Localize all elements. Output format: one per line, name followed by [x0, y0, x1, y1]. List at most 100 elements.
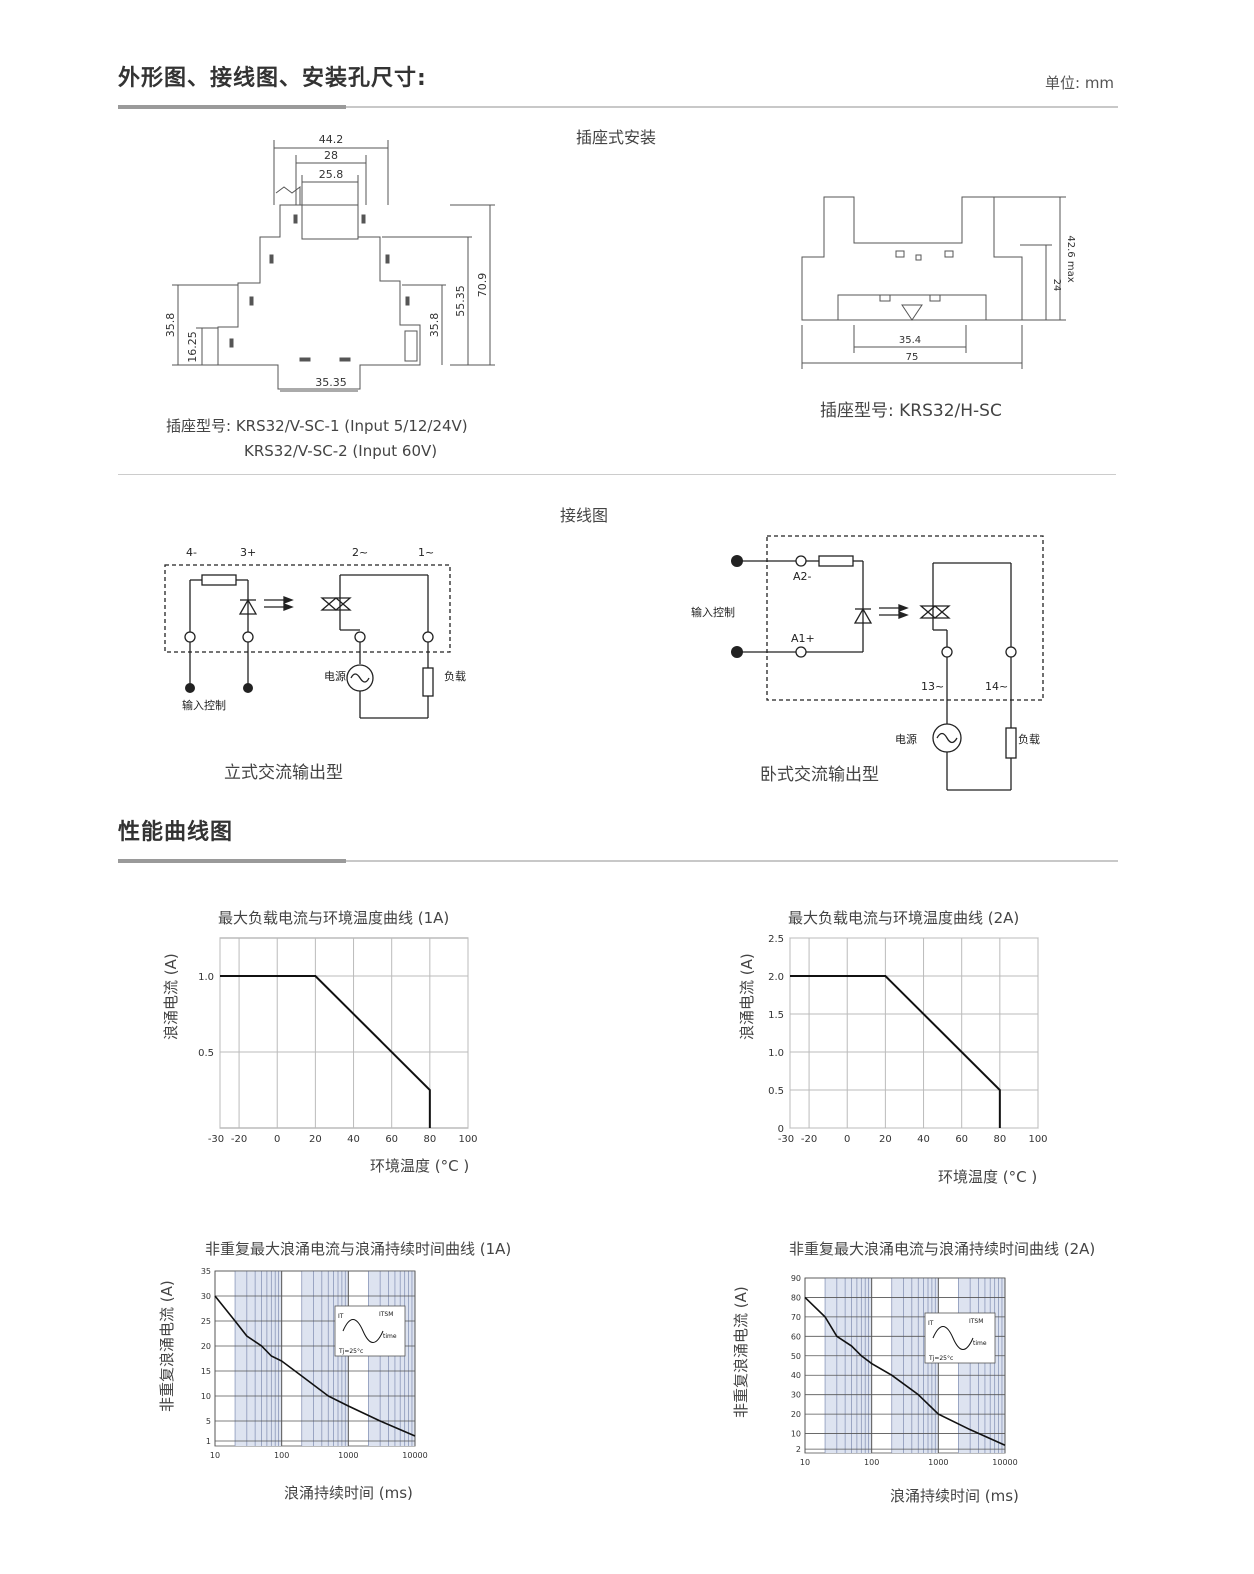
caption-vertical-ac: 立式交流输出型: [224, 763, 343, 783]
chart4-inset: [924, 1312, 996, 1364]
wiring-diagram-vertical: 4- 3+ 2~ 1~ 输入控制 电源 负载: [164, 546, 466, 719]
chart3-ylabel: 非重复浪涌电流 (A): [158, 1280, 176, 1412]
chart1-ylabel: 浪涌电流 (A): [162, 953, 180, 1040]
chart3-title: 非重复最大浪涌电流与浪涌持续时间曲线 (1A): [205, 1240, 512, 1258]
chart4-ylabel: 非重复浪涌电流 (A): [732, 1286, 750, 1418]
chart2-xtick: 0: [844, 1134, 850, 1145]
chart3-ytick: 35: [201, 1267, 211, 1276]
chart1-xtick: 60: [385, 1134, 398, 1145]
chart3-xlabel: 浪涌持续时间 (ms): [284, 1484, 413, 1502]
right-model-label: 插座型号: KRS32/H-SC: [820, 401, 1002, 421]
chart3-ytick: 25: [201, 1317, 211, 1326]
input-control-label-right: 输入控制: [691, 605, 735, 619]
chart4-inset-tj: Tj=25°c: [928, 1355, 953, 1362]
chart2-ytick: 1.0: [768, 1048, 784, 1059]
dim-25-8: 25.8: [319, 168, 344, 181]
chart1-xtick: 20: [309, 1134, 322, 1145]
chart4-ytick: 2: [796, 1445, 801, 1454]
dim-35-4: 35.4: [899, 335, 921, 346]
chart3-inset-itsm: ITSM: [379, 1311, 393, 1318]
chart1-ytick: 1.0: [198, 972, 214, 983]
chart1-xtick: 100: [458, 1134, 477, 1145]
wiring-diagram-horizontal: A2- A1+ 输入控制 13~ 14~ 电源 负载: [691, 535, 1044, 791]
divider: [118, 474, 1116, 475]
left-model-label-2: KRS32/V-SC-2 (Input 60V): [244, 442, 438, 460]
chart3-inset-time: time: [383, 1333, 397, 1340]
dim-44-2: 44.2: [319, 133, 344, 146]
terminal-14: 14~: [985, 680, 1008, 693]
chart2-ytick: 2.0: [768, 972, 784, 983]
chart3-ytick: 5: [206, 1417, 211, 1426]
chart4-xtick: 10: [800, 1458, 810, 1467]
chart4-band: [825, 1278, 872, 1453]
chart2-title: 最大负载电流与环境温度曲线 (2A): [788, 909, 1020, 927]
left-model-label: 插座型号: KRS32/V-SC-1 (Input 5/12/24V): [166, 417, 468, 435]
chart3-series-line: [214, 1295, 416, 1437]
chart4-ytick: 40: [791, 1371, 801, 1380]
chart3-inset-tj: Tj=25°c: [338, 1348, 363, 1355]
chart4-ytick: 30: [791, 1391, 801, 1400]
chart2-xtick: -30: [778, 1134, 794, 1145]
chart3-ytick: 15: [201, 1367, 211, 1376]
chart1-xtick: -20: [231, 1134, 247, 1145]
chart2-xlabel: 环境温度 (°C ): [938, 1168, 1038, 1186]
chart3-xtick: 10: [210, 1451, 220, 1460]
terminal-13: 13~: [921, 680, 944, 693]
chart4-band: [891, 1278, 939, 1453]
chart3-xtick: 10000: [402, 1451, 427, 1460]
chart3-inset: [334, 1305, 406, 1357]
terminal-3: 3+: [240, 546, 256, 559]
dim-55-35: 55.35: [454, 285, 467, 317]
dim-42-6-max: 42.6 max: [1065, 235, 1076, 282]
chart1-ytick: 0.5: [198, 1048, 214, 1059]
chart3-ytick: 30: [201, 1292, 211, 1301]
chart4-band: [958, 1278, 1005, 1453]
terminal-1: 1~: [418, 546, 434, 559]
chart4-series-line: [804, 1296, 1006, 1446]
chart4-ytick: 20: [791, 1410, 801, 1419]
terminal-2: 2~: [352, 546, 368, 559]
chart1-xtick: -30: [208, 1134, 224, 1145]
unit-label: 单位: mm: [1045, 74, 1115, 92]
chart1-title: 最大负载电流与环境温度曲线 (1A): [218, 909, 450, 927]
input-control-label: 输入控制: [182, 698, 226, 712]
chart1-xlabel: 环境温度 (°C ): [370, 1157, 470, 1175]
section-rule: [118, 106, 1118, 108]
chart4-xtick: 1000: [928, 1458, 948, 1467]
chart3-ytick: 10: [201, 1392, 211, 1401]
chart3-band: [368, 1271, 415, 1446]
chart3-inset-wave: [342, 1319, 384, 1343]
chart4-title: 非重复最大浪涌电流与浪涌持续时间曲线 (2A): [789, 1240, 1096, 1258]
dim-24: 24: [1051, 279, 1062, 292]
chart4-ytick: 60: [791, 1332, 801, 1341]
chart3-band: [235, 1271, 282, 1446]
dim-75: 75: [906, 352, 919, 363]
section-title-dimensions: 外形图、接线图、安装孔尺寸:: [118, 66, 427, 91]
chart2-xtick: 80: [993, 1134, 1006, 1145]
chart4-inset-time: time: [973, 1340, 987, 1347]
chart2-ytick: 0: [778, 1124, 784, 1135]
chart1-xtick: 0: [274, 1134, 280, 1145]
chart4-ytick: 70: [791, 1313, 801, 1322]
chart4-xlabel: 浪涌持续时间 (ms): [890, 1487, 1019, 1505]
chart2-series-line: [790, 975, 1001, 1128]
subtitle-socket-install: 插座式安装: [576, 128, 657, 147]
section-rule-accent: [118, 105, 346, 109]
chart3-band: [301, 1271, 349, 1446]
terminal-a2: A2-: [793, 570, 812, 583]
chart3-ytick: 20: [201, 1342, 211, 1351]
chart2-frame: [789, 937, 1039, 1129]
chart4-inset-it: IT: [928, 1320, 934, 1327]
dim-28: 28: [324, 149, 338, 162]
chart2-ytick: 1.5: [768, 1010, 784, 1021]
chart2-xtick: 100: [1028, 1134, 1047, 1145]
chart2-ytick: 0.5: [768, 1086, 784, 1097]
terminal-a1: A1+: [791, 632, 815, 645]
power-label: 电源: [324, 669, 346, 683]
load-label: 负载: [444, 669, 466, 683]
terminal-4: 4-: [186, 546, 197, 559]
section-rule-accent-2: [118, 859, 346, 863]
horizontal-socket-drawing: 42.6 max 24 35.4 75: [801, 196, 1076, 369]
chart4-ytick: 50: [791, 1352, 801, 1361]
